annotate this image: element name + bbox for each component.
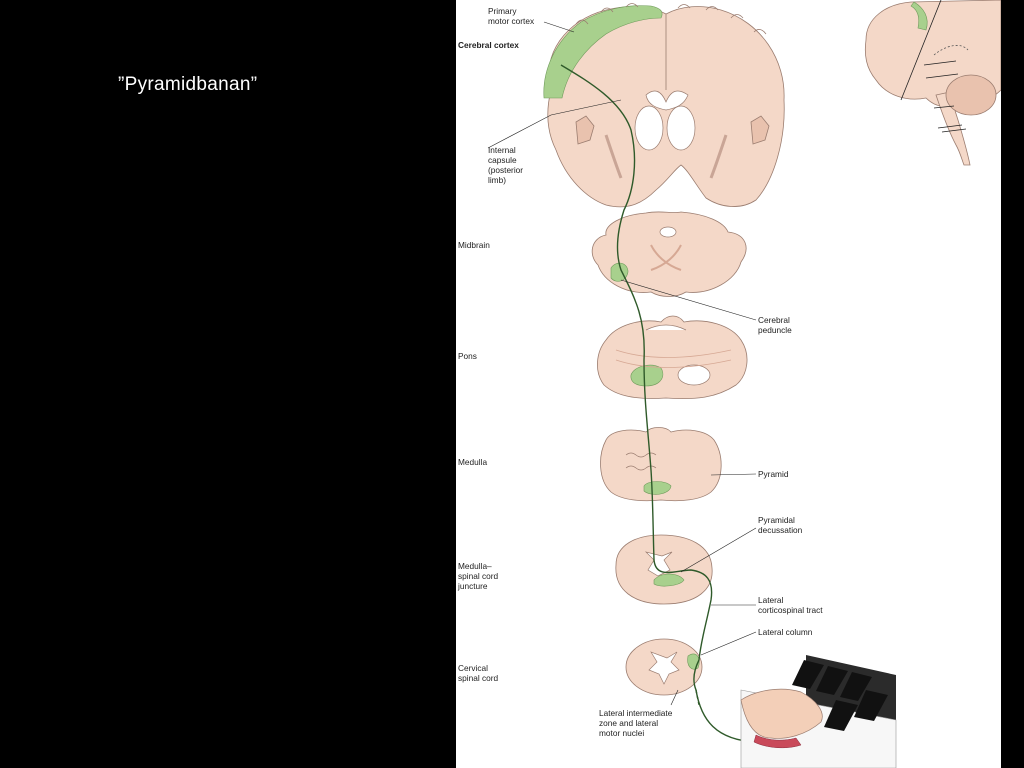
label-cerebral-cortex: Cerebral cortex: [458, 40, 519, 50]
slide-title: ”Pyramidbanan”: [118, 74, 257, 96]
medulla-spinal-juncture-section: [616, 535, 712, 604]
medulla-section: [601, 428, 722, 501]
label-pons: Pons: [458, 351, 477, 361]
label-midbrain: Midbrain: [458, 240, 490, 250]
label-lateral-column: Lateral column: [758, 627, 813, 637]
midbrain-section: [592, 212, 746, 297]
label-medulla-spinal-cord-juncture: Medulla– spinal cord juncture: [457, 561, 500, 591]
label-pyramidal-decussation: Pyramidal decussation: [758, 515, 803, 535]
label-medulla: Medulla: [458, 457, 487, 467]
label-lateral-intermediate-zone: Lateral intermediate zone and lateral mo…: [599, 708, 675, 738]
label-internal-capsule: Internal capsule (posterior limb): [488, 145, 525, 185]
cervical-spinal-cord-section: [626, 639, 702, 695]
label-primary-motor-cortex: Primary motor cortex: [488, 6, 535, 26]
label-lateral-corticospinal-tract: Lateral corticospinal tract: [758, 595, 823, 615]
piano-and-hand-illustration: [741, 655, 896, 768]
inset-brain: [865, 0, 1001, 165]
label-pyramid: Pyramid: [758, 469, 789, 479]
label-cervical-spinal-cord: Cervical spinal cord: [458, 663, 499, 683]
pathway-diagram: Primary motor cortex Cerebral cortex Int…: [456, 0, 1001, 768]
pons-section: [597, 316, 747, 399]
coronal-brain-section: [544, 4, 784, 207]
label-cerebral-peduncle: Cerebral peduncle: [758, 315, 792, 335]
corticospinal-tract-figure: Primary motor cortex Cerebral cortex Int…: [456, 0, 1001, 768]
